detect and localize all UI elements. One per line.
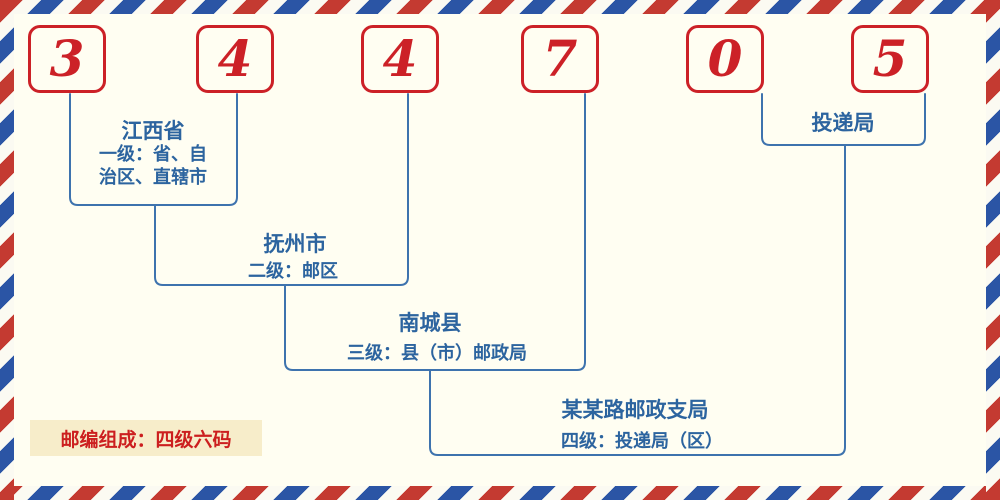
level1-description-line2: 治区、直辖市 — [99, 167, 207, 188]
digit-6: 5 — [872, 29, 908, 88]
level1-description-line1: 一级：省、自 — [99, 144, 207, 165]
level3-region-name: 南城县 — [398, 311, 462, 335]
digit-box-2: 4 — [196, 25, 274, 93]
delivery-office-label: 投递局 — [811, 111, 875, 135]
level3-description: 三级：县（市）邮政局 — [347, 343, 527, 364]
level2-region-name: 抚州市 — [263, 232, 327, 256]
airmail-border-right — [986, 0, 1000, 500]
level4-branch-name: 某某路邮政支局 — [561, 398, 709, 422]
digit-3: 4 — [382, 29, 418, 88]
airmail-border-left — [0, 0, 14, 500]
digit-box-3: 4 — [361, 25, 439, 93]
footer-note: 邮编组成：四级六码 — [30, 420, 262, 456]
level4-description: 四级：投递局（区） — [561, 431, 723, 452]
digit-box-4: 7 — [521, 25, 599, 93]
digit-5: 0 — [707, 29, 743, 88]
level1-region-name: 江西省 — [121, 119, 185, 143]
digit-2: 4 — [217, 29, 253, 88]
footer-note-text: 邮编组成：四级六码 — [60, 428, 232, 451]
digit-box-1: 3 — [28, 25, 106, 93]
digit-1: 3 — [49, 29, 85, 88]
digit-box-6: 5 — [851, 25, 929, 93]
airmail-border-bottom — [0, 486, 1000, 500]
airmail-border-top — [0, 0, 1000, 14]
level1-description: 一级：省、自 治区、直辖市 — [73, 143, 233, 189]
level2-description: 二级：邮区 — [248, 261, 338, 282]
digit-box-5: 0 — [686, 25, 764, 93]
digit-4: 7 — [542, 29, 578, 88]
